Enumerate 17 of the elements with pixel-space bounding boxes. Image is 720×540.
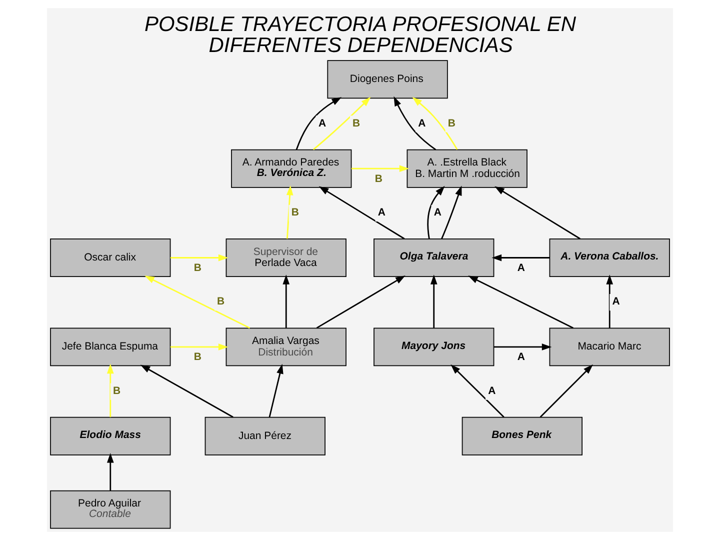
- edge-label: A: [418, 118, 426, 130]
- edge-label: A: [517, 352, 525, 364]
- edge-label: B: [374, 174, 382, 185]
- edge-label: A: [318, 118, 326, 130]
- edge-label: B: [352, 118, 360, 130]
- edge-label: B: [194, 262, 202, 274]
- edge-label: A: [612, 296, 620, 308]
- edge-label: B: [448, 118, 456, 130]
- edge-label: B: [113, 386, 121, 397]
- diagram-title: POSIBLE TRAYECTORIA PROFESIONAL EN DIFERENTES DEPENDENCIAS: [144, 13, 576, 58]
- edge-label: A: [517, 262, 525, 274]
- edge-label: A: [434, 207, 442, 218]
- edge-label: B: [291, 207, 299, 218]
- edge-label: A: [378, 207, 386, 218]
- edge-label: B: [217, 296, 225, 308]
- edge-label: A: [488, 386, 496, 397]
- edge-label: B: [194, 352, 202, 364]
